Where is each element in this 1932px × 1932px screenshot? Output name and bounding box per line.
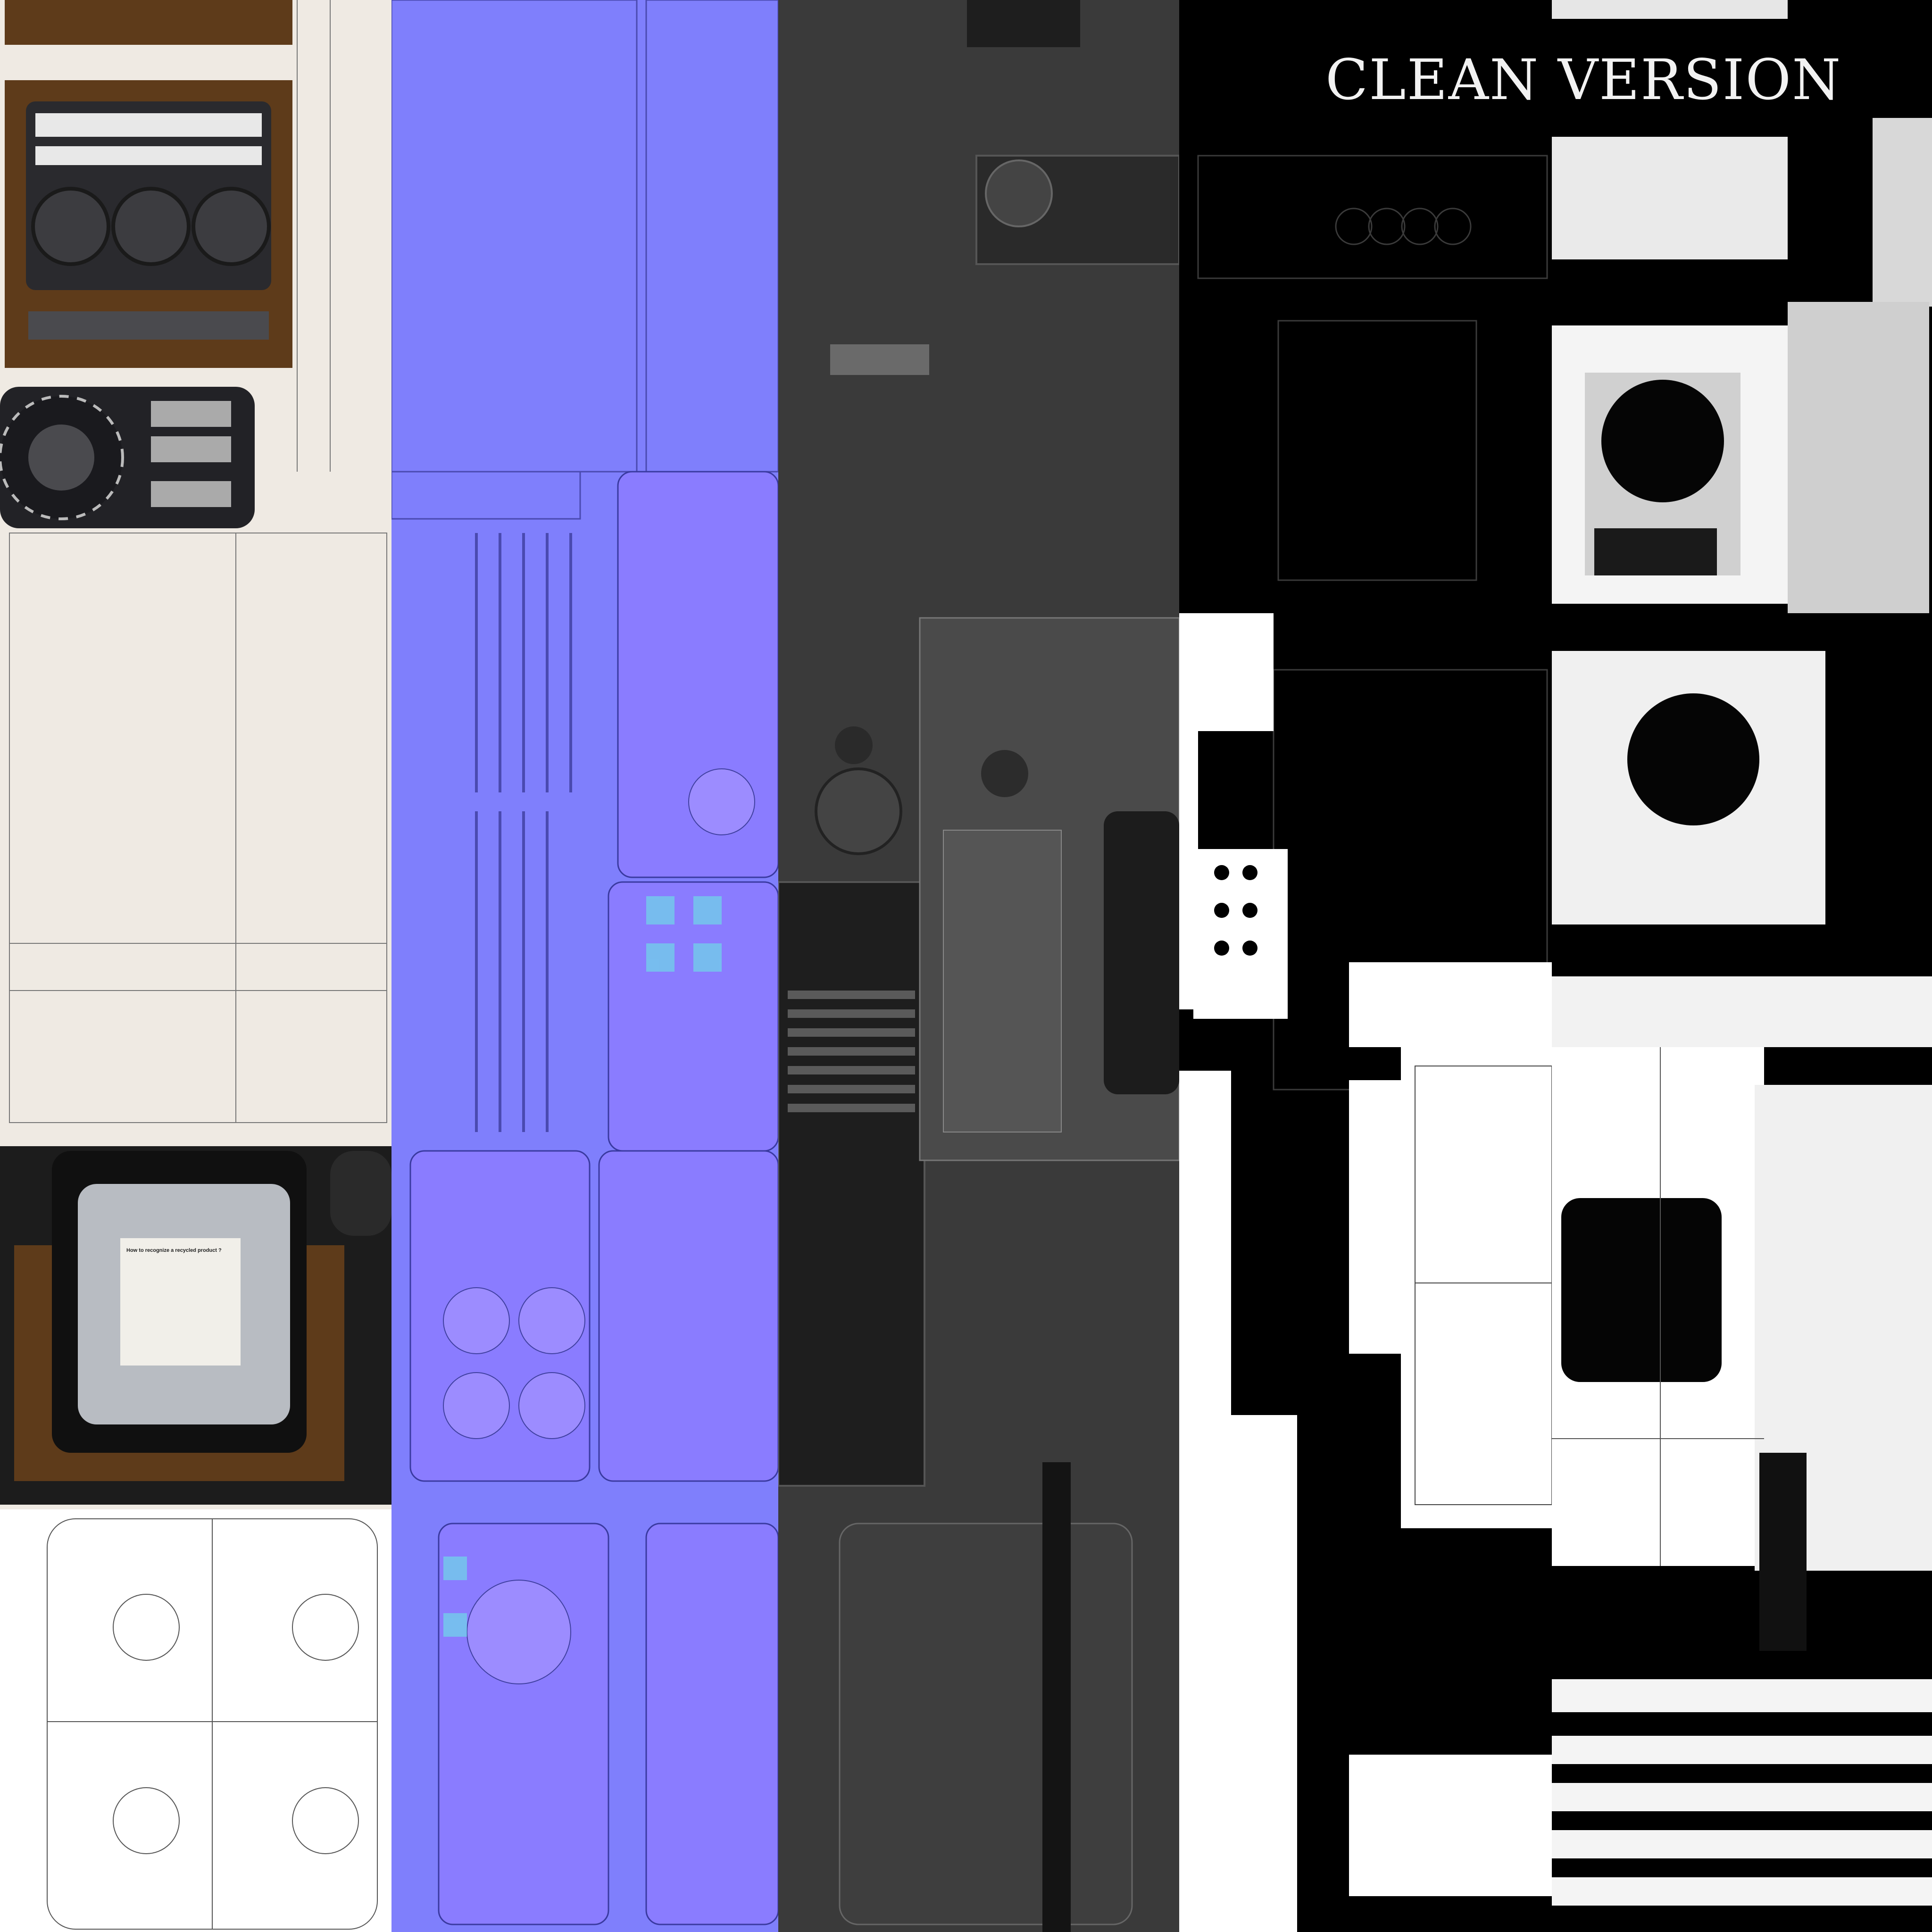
label-card-heading: How to recognize a recycled product ? [126,1248,222,1253]
roughness-uv-layout [778,0,1179,1932]
albedo-map: How to recognize a recycled product ? [0,0,391,1932]
recycling-label-card [120,1238,241,1366]
metallic-mask-map [1179,0,1552,1932]
roughness-map [778,0,1179,1932]
mask-uv-layout [1179,155,1552,1932]
ambient-occlusion-map [1552,0,1932,1932]
normal-uv-layout [391,0,778,1925]
ao-uv-layout [1552,0,1932,1906]
clean-version-banner: CLEAN VERSION [1325,47,1842,112]
normal-map [391,0,778,1932]
albedo-uv-layout [0,0,391,1932]
